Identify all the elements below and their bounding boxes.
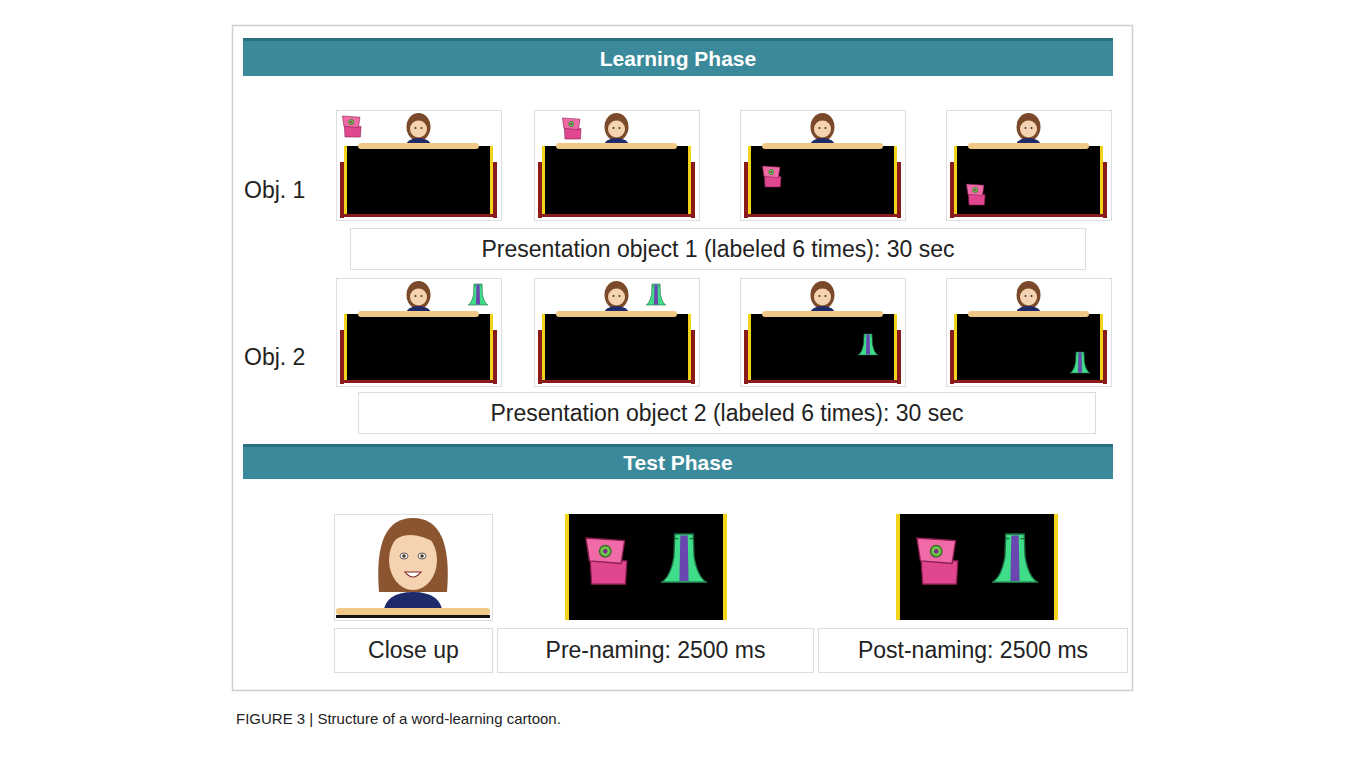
pink-object <box>342 116 361 137</box>
cartoon-frame <box>741 279 906 387</box>
caption-text: Pre-naming: 2500 ms <box>546 637 766 664</box>
row-label: Obj. 1 <box>244 177 305 204</box>
green-object <box>468 284 488 305</box>
cartoon-frame <box>741 111 906 221</box>
phase-title: Test Phase <box>623 451 732 475</box>
caption-text: Presentation object 1 (labeled 6 times):… <box>481 236 954 263</box>
caption-box: Presentation object 1 (labeled 6 times):… <box>350 228 1086 270</box>
green-object <box>661 534 707 582</box>
test-screen <box>565 514 727 620</box>
caption-box: Close up <box>334 628 493 673</box>
pink-object <box>917 538 958 584</box>
green-object <box>1070 352 1090 373</box>
caption-box: Post-naming: 2500 ms <box>818 628 1128 673</box>
cartoon-frame <box>947 279 1112 387</box>
green-object <box>858 334 878 355</box>
phase-band: Learning Phase <box>243 38 1113 76</box>
figure-panel <box>233 26 1133 691</box>
cartoon-frame <box>535 111 700 221</box>
figure-caption: FIGURE 3 | Structure of a word-learning … <box>236 710 561 727</box>
caption-text: Presentation object 2 (labeled 6 times):… <box>490 400 963 427</box>
cartoon-frame <box>535 279 700 387</box>
pink-object <box>586 538 627 584</box>
phase-title: Learning Phase <box>600 47 756 71</box>
cartoon-frame <box>947 111 1112 221</box>
cartoon-frame <box>337 111 502 221</box>
pink-object <box>762 166 781 187</box>
cartoon-frame <box>337 279 502 387</box>
caption-box: Pre-naming: 2500 ms <box>497 628 814 673</box>
green-object <box>646 284 666 305</box>
phase-band: Test Phase <box>243 444 1113 479</box>
test-screen <box>896 514 1058 620</box>
close-up-frame <box>335 515 493 621</box>
green-object <box>992 534 1038 582</box>
caption-text: Close up <box>368 637 459 664</box>
pink-object <box>966 184 985 205</box>
row-label: Obj. 2 <box>244 344 305 371</box>
pink-object <box>562 118 581 139</box>
caption-text: Post-naming: 2500 ms <box>858 637 1088 664</box>
caption-box: Presentation object 2 (labeled 6 times):… <box>358 392 1096 434</box>
